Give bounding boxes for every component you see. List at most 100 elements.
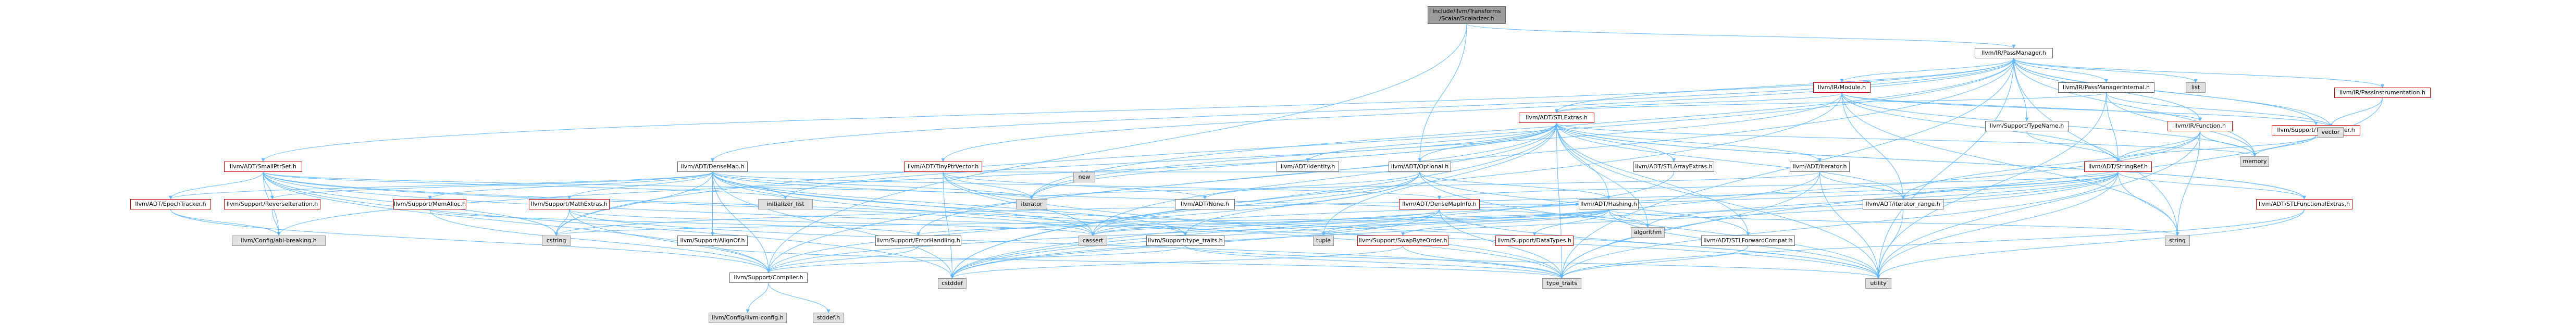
- edge-module-to-string: [1841, 92, 2179, 236]
- node-reverseiter[interactable]: llvm/Support/ReverseIteration.h: [224, 199, 320, 209]
- node-stlfunc[interactable]: llvm/ADT/STLFunctionalExtras.h: [2256, 199, 2352, 209]
- edge-function-to-stringref: [2116, 131, 2200, 162]
- edge-iteratorh-to-iterator: [1030, 171, 1820, 200]
- node-optional[interactable]: llvm/ADT/Optional.h: [1389, 162, 1451, 172]
- edge-timeprof-to-memory: [2253, 135, 2317, 157]
- edge-typetraits-to-type_traits: [1185, 245, 1564, 279]
- edge-densemapinfo-to-tuple: [1321, 209, 1440, 236]
- node-configabi: llvm/Config/abi-breaking.h: [232, 236, 326, 246]
- node-mathextras[interactable]: llvm/Support/MathExtras.h: [529, 199, 610, 209]
- edge-memalloc-to-errhandling: [429, 209, 920, 236]
- edge-smallptrset-to-epoch: [169, 171, 264, 200]
- node-string: string: [2165, 236, 2190, 246]
- edge-tinyptrvector-to-iterator: [943, 171, 1034, 200]
- node-passinstr[interactable]: llvm/IR/PassInstrumentation.h: [2334, 88, 2431, 98]
- edge-densemap-to-typetraits: [712, 171, 1187, 236]
- edge-stringref-to-compiler: [766, 171, 2119, 273]
- edge-passinstr-to-vector: [2329, 97, 2383, 128]
- edge-hashing-to-datatypes: [1532, 209, 1609, 236]
- edge-stlextras-to-memory: [1556, 122, 2257, 157]
- node-typename[interactable]: llvm/Support/TypeName.h: [1985, 121, 2069, 131]
- edge-tinyptrvector-to-cstddef: [943, 171, 954, 279]
- edge-mathextras-to-type_traits: [569, 209, 1564, 279]
- node-swapbyte[interactable]: llvm/Support/SwapByteOrder.h: [1357, 236, 1448, 246]
- node-list: list: [2186, 82, 2206, 93]
- node-cstddef: cstddef: [938, 278, 967, 289]
- node-densemapinfo[interactable]: llvm/ADT/DenseMapInfo.h: [1399, 199, 1480, 209]
- node-timeprof[interactable]: llvm/Support/TimeProfiler.h: [2272, 125, 2360, 135]
- node-hashing[interactable]: llvm/ADT/Hashing.h: [1579, 199, 1639, 209]
- node-tinyptrvector[interactable]: llvm/ADT/TinyPtrVector.h: [904, 162, 982, 172]
- node-cstring: cstring: [542, 236, 571, 246]
- node-compiler[interactable]: llvm/Support/Compiler.h: [729, 273, 808, 283]
- node-pmi[interactable]: llvm/IR/PassManagerInternal.h: [2058, 82, 2154, 93]
- edge-typetraits-to-utility: [1185, 245, 1880, 279]
- edge-stlforward-to-type_traits: [1560, 245, 1749, 279]
- node-tuple: tuple: [1313, 236, 1334, 246]
- node-errhandling[interactable]: llvm/Support/ErrorHandling.h: [875, 236, 961, 246]
- edge-hashing-to-swapbyte: [1401, 209, 1609, 236]
- edge-module-to-function: [1841, 92, 2202, 121]
- node-smallptrset[interactable]: llvm/ADT/SmallPtrSet.h: [224, 162, 302, 172]
- node-alignof[interactable]: llvm/Support/AlignOf.h: [677, 236, 748, 246]
- node-typetraits[interactable]: llvm/Support/type_traits.h: [1146, 236, 1224, 246]
- edge-stlextras-to-utility: [1556, 122, 1880, 279]
- edge-iteratorh-to-type_traits: [1560, 171, 1820, 279]
- node-stlarray[interactable]: llvm/ADT/STLArrayExtras.h: [1633, 162, 1714, 172]
- node-none[interactable]: llvm/ADT/None.h: [1175, 199, 1235, 209]
- edge-pmi-to-vector: [2106, 92, 2333, 128]
- edge-passmgr-to-memory: [2013, 58, 2257, 157]
- edge-module-to-iterrange: [1841, 92, 1905, 200]
- edge-densemap-to-cstddef: [712, 171, 954, 279]
- edge-stringref-to-stlfunc: [2117, 171, 2306, 200]
- node-stringref[interactable]: llvm/ADT/StringRef.h: [2084, 162, 2152, 172]
- node-datatypes[interactable]: llvm/Support/DataTypes.h: [1495, 236, 1574, 246]
- edge-errhandling-to-compiler: [766, 245, 919, 273]
- edge-stlfunc-to-type_traits: [1560, 209, 2305, 279]
- edge-stlextras-to-iteratorh: [1556, 122, 1822, 162]
- edge-stlextras-to-configabi: [277, 122, 1557, 236]
- node-llvmconfig: llvm/Config/llvm-config.h: [709, 313, 787, 323]
- edge-function-to-iterrange: [1901, 131, 2200, 200]
- edge-hashing-to-tuple: [1321, 209, 1609, 236]
- edge-stlextras-to-algorithm: [1556, 122, 1650, 228]
- edge-passmgr-to-smallptrset: [261, 58, 2014, 162]
- edge-stringref-to-cstring: [554, 171, 2119, 236]
- edge-swapbyte-to-type_traits: [1403, 245, 1564, 279]
- node-iterrange[interactable]: llvm/ADT/iterator_range.h: [1863, 199, 1943, 209]
- node-type_traits: type_traits: [1542, 278, 1581, 289]
- node-identity[interactable]: llvm/ADT/identity.h: [1277, 162, 1339, 172]
- edge-optional-to-hashing: [1419, 171, 1611, 200]
- edge-optional-to-none: [1203, 171, 1420, 200]
- node-passmgr[interactable]: llvm/IR/PassManager.h: [1975, 48, 2053, 58]
- node-stlextras[interactable]: llvm/ADT/STLExtras.h: [1519, 113, 1594, 123]
- node-iteratorh[interactable]: llvm/ADT/iterator.h: [1790, 162, 1850, 172]
- node-module[interactable]: llvm/IR/Module.h: [1813, 82, 1871, 93]
- edge-passmgr-to-pmi: [2013, 58, 2108, 83]
- edge-pmi-to-stlextras: [1555, 92, 2107, 113]
- edge-swapbyte-to-cstddef: [950, 245, 1403, 279]
- node-memalloc[interactable]: llvm/Support/MemAlloc.h: [393, 199, 466, 209]
- edge-optional-to-cassert: [1091, 171, 1420, 236]
- edge-stlextras-to-iterrange: [1556, 122, 1905, 200]
- node-stlforward[interactable]: llvm/ADT/STLForwardCompat.h: [1701, 236, 1795, 246]
- node-cassert: cassert: [1079, 236, 1107, 246]
- node-function[interactable]: llvm/IR/Function.h: [2168, 121, 2233, 131]
- edge-passmgr-to-iterator: [1030, 58, 2014, 200]
- edge-passmgr-to-densemap: [711, 58, 2014, 162]
- edge-typetraits-to-compiler: [766, 245, 1186, 273]
- node-epoch[interactable]: llvm/ADT/EpochTracker.h: [130, 199, 211, 209]
- edge-hashing-to-errhandling: [917, 209, 1609, 236]
- edge-stringref-to-densemapinfo: [1438, 171, 2119, 200]
- edge-module-to-iterator: [1030, 92, 1842, 200]
- edge-function-to-memory: [2200, 131, 2257, 157]
- edge-stlextras-to-cstddef: [950, 122, 1557, 279]
- edge-root-to-passmgr: [1466, 23, 2016, 48]
- node-algorithm: algorithm: [1631, 227, 1665, 238]
- edge-reverseiter-to-configabi: [272, 209, 281, 236]
- edge-memalloc-to-compiler: [429, 209, 771, 273]
- node-densemap[interactable]: llvm/ADT/DenseMap.h: [677, 162, 748, 172]
- edge-densemap-to-epoch: [169, 171, 713, 200]
- edge-stringref-to-string: [2117, 171, 2179, 236]
- edge-smallptrset-to-utility: [263, 171, 1880, 279]
